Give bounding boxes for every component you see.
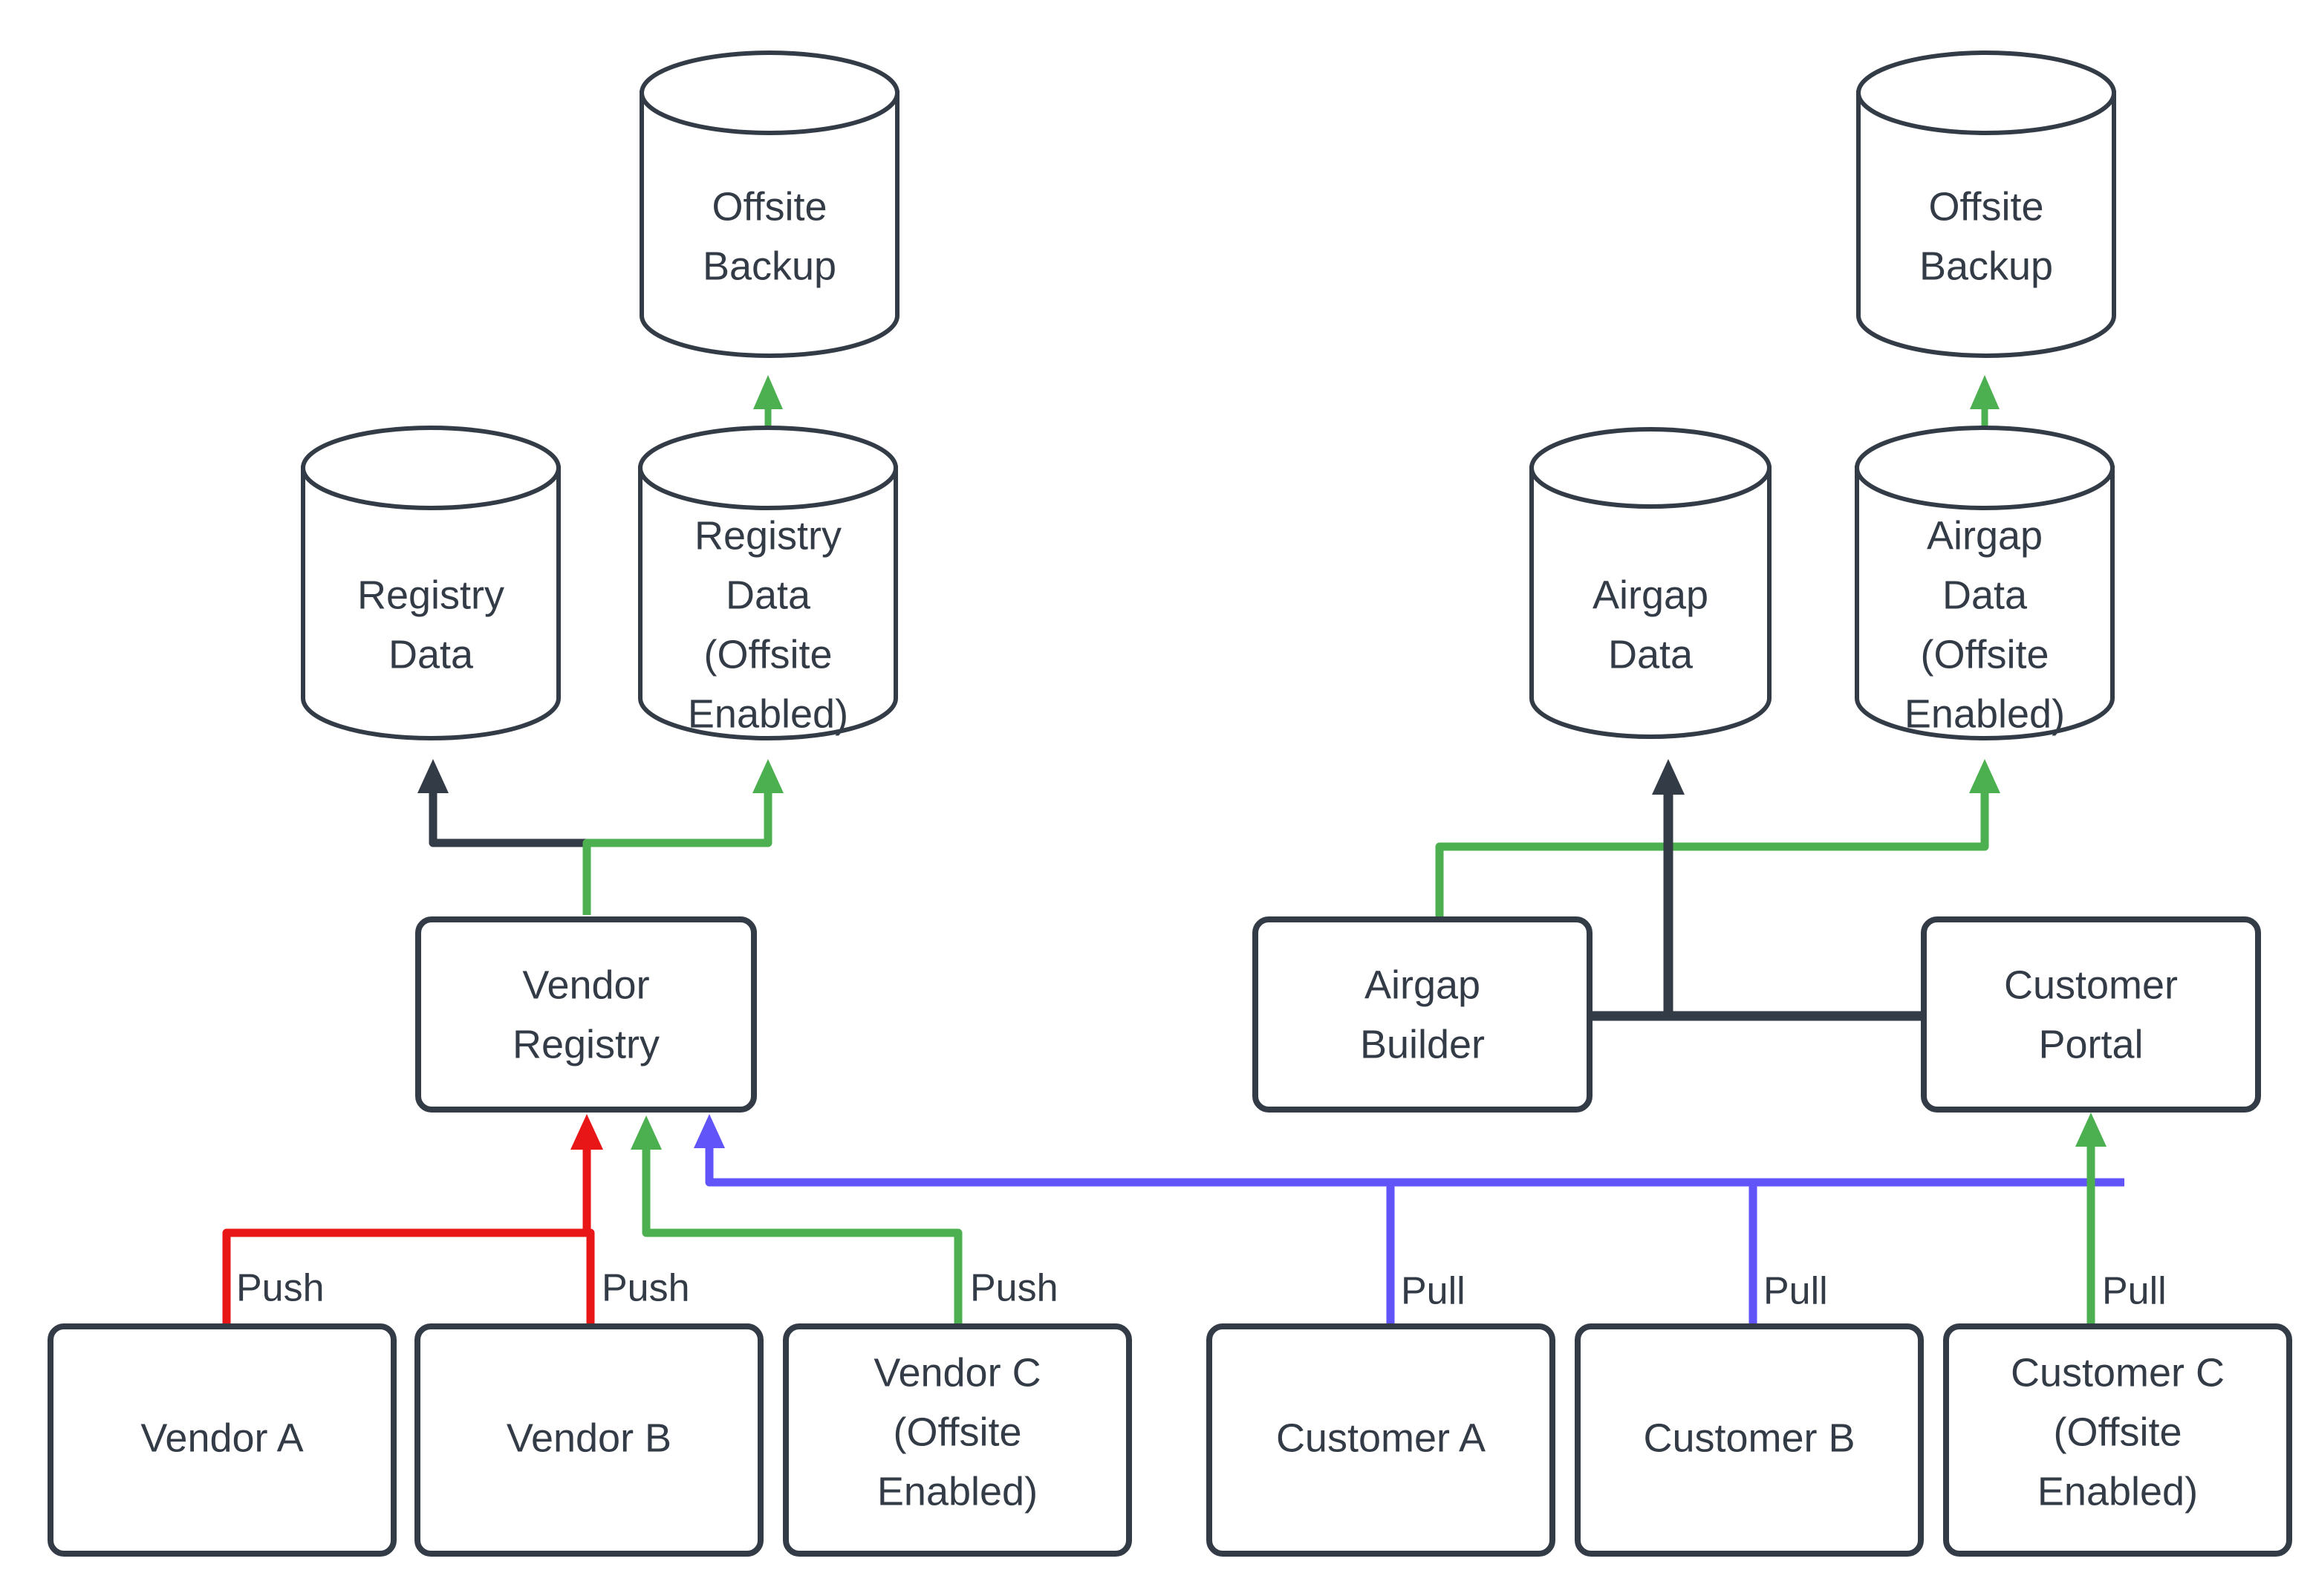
edge-customer-a-pull: [694, 1114, 1395, 1326]
edge-vendor-a-push: [222, 1114, 603, 1326]
node-customer-a[interactable]: Customer A: [1206, 1323, 1555, 1557]
node-registry-data-offsite[interactable]: Registry Data (Offsite Enabled): [638, 426, 898, 740]
vendor-b-line-1: Vendor B: [507, 1416, 671, 1460]
edge-label-push-a: Push: [236, 1267, 325, 1310]
registry-data-line-1: Registry: [357, 573, 504, 617]
offsite-backup-right-line-1: Offsite: [1928, 184, 2043, 229]
registry-data-offsite-line-2: Data: [726, 573, 811, 617]
edge-vendor-registry-to-registry-data-offsite: [582, 759, 784, 915]
edge-label-pull-a: Pull: [1401, 1270, 1465, 1313]
registry-data-offsite-line-4: Enabled): [688, 691, 848, 736]
edge-label-pull-b: Pull: [1763, 1270, 1828, 1313]
node-airgap-data[interactable]: Airgap Data: [1529, 427, 1772, 739]
vendor-c-line-2: (Offsite: [893, 1410, 1021, 1454]
airgap-builder-line-2: Builder: [1360, 1022, 1485, 1066]
airgap-data-line-2: Data: [1608, 632, 1694, 677]
customer-portal-line-2: Portal: [2038, 1022, 2143, 1066]
vendor-c-line-3: Enabled): [877, 1469, 1038, 1514]
vendor-registry-line-1: Vendor: [522, 963, 649, 1007]
edge-customer-portal-to-airgap-data: [1652, 759, 1922, 1021]
node-airgap-data-offsite[interactable]: Airgap Data (Offsite Enabled): [1855, 426, 2115, 740]
edge-airgap-builder-to-airgap-data-offsite: [1435, 759, 2000, 918]
node-airgap-builder[interactable]: Airgap Builder: [1252, 916, 1593, 1113]
node-vendor-registry[interactable]: Vendor Registry: [415, 916, 757, 1113]
node-registry-data[interactable]: Registry Data: [301, 426, 561, 740]
customer-c-line-3: Enabled): [2037, 1469, 2198, 1514]
node-offsite-backup-right[interactable]: Offsite Backup: [1856, 51, 2116, 358]
airgap-data-line-1: Airgap: [1593, 573, 1708, 617]
edge-label-pull-c: Pull: [2102, 1270, 2167, 1313]
offsite-backup-right-line-2: Backup: [1919, 244, 2053, 288]
edge-customer-c-pull: [2075, 1113, 2107, 1326]
node-customer-c[interactable]: Customer C (Offsite Enabled): [1943, 1323, 2292, 1557]
vendor-a-line-1: Vendor A: [140, 1416, 303, 1460]
node-vendor-c[interactable]: Vendor C (Offsite Enabled): [783, 1323, 1132, 1557]
customer-c-line-2: (Offsite: [2053, 1410, 2182, 1454]
edge-label-push-b: Push: [602, 1267, 690, 1310]
edge-vendor-c-push: [631, 1115, 963, 1326]
customer-c-line-1: Customer C: [2011, 1350, 2225, 1395]
edge-label-push-c: Push: [970, 1267, 1058, 1310]
customer-a-line-1: Customer A: [1276, 1416, 1486, 1460]
edge-vendor-registry-to-registry-data: [417, 759, 591, 915]
node-offsite-backup-left[interactable]: Offsite Backup: [640, 51, 900, 358]
registry-data-offsite-line-3: (Offsite: [703, 632, 832, 677]
airgap-data-offsite-line-3: (Offsite: [1920, 632, 2049, 677]
node-customer-b[interactable]: Customer B: [1575, 1323, 1924, 1557]
vendor-registry-line-2: Registry: [513, 1022, 660, 1066]
offsite-backup-left-line-1: Offsite: [712, 184, 827, 229]
customer-b-line-1: Customer B: [1643, 1416, 1855, 1460]
edge-vendor-b-push: [586, 1228, 595, 1326]
registry-data-offsite-line-1: Registry: [694, 513, 842, 558]
airgap-data-offsite-line-4: Enabled): [1904, 691, 2065, 736]
airgap-builder-line-1: Airgap: [1364, 963, 1480, 1007]
offsite-backup-left-line-2: Backup: [703, 244, 836, 288]
customer-portal-line-1: Customer: [2004, 963, 2178, 1007]
vendor-c-line-1: Vendor C: [874, 1350, 1041, 1395]
registry-data-line-2: Data: [388, 632, 474, 677]
node-vendor-b[interactable]: Vendor B: [414, 1323, 764, 1557]
airgap-data-offsite-line-1: Airgap: [1927, 513, 2043, 558]
node-vendor-a[interactable]: Vendor A: [48, 1323, 397, 1557]
node-customer-portal[interactable]: Customer Portal: [1921, 916, 2261, 1113]
airgap-data-offsite-line-2: Data: [1942, 573, 2028, 617]
